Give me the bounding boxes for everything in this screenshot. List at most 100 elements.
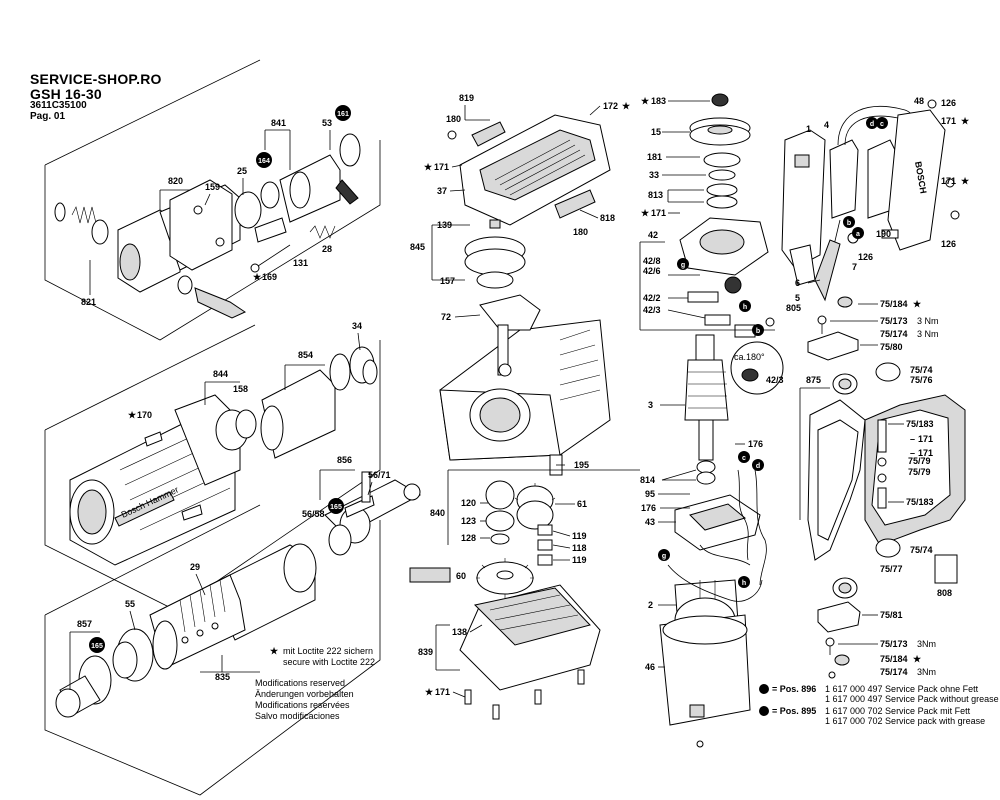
- shop-name: SERVICE-SHOP.RO: [30, 71, 162, 87]
- svg-text:1: 1: [806, 124, 811, 134]
- callout-165a: [328, 498, 344, 514]
- svg-text:–: –: [910, 434, 915, 444]
- svg-text:★: ★: [961, 116, 970, 126]
- svg-text:159: 159: [205, 182, 220, 192]
- svg-text:1 617 000 497 Service Pack wit: 1 617 000 497 Service Pack without greas…: [825, 694, 999, 704]
- svg-text:171: 171: [435, 687, 450, 697]
- service-pack-legend: = Pos. 896 1 617 000 497 Service Pack oh…: [759, 684, 999, 726]
- svg-text:4: 4: [824, 120, 829, 130]
- svg-text:72: 72: [441, 312, 451, 322]
- gear-cover-assembly: [447, 114, 611, 249]
- svg-text:126: 126: [941, 239, 956, 249]
- svg-text:835: 835: [215, 672, 230, 682]
- svg-text:819: 819: [459, 93, 474, 103]
- svg-text:75/184: 75/184: [880, 299, 908, 309]
- svg-text:138: 138: [452, 627, 467, 637]
- svg-text:42/3: 42/3: [766, 375, 784, 385]
- svg-text:g: g: [681, 262, 685, 269]
- svg-text:★: ★: [641, 208, 650, 218]
- handle-assembly: [807, 296, 966, 679]
- svg-text:171: 171: [941, 116, 956, 126]
- svg-text:854: 854: [298, 350, 313, 360]
- svg-text:★: ★: [253, 272, 262, 282]
- svg-text:1 617 000 497 Service Pack ohn: 1 617 000 497 Service Pack ohne Fett: [825, 684, 979, 694]
- hammer-tube-assembly: Bosch Hammer: [69, 346, 378, 566]
- striker-assembly: [55, 471, 422, 718]
- svg-text:126: 126: [858, 252, 873, 262]
- labels-handle: 75/184 ★ 75/173 3 Nm 75/174 3 Nm 75/80 8…: [799, 299, 952, 677]
- svg-text:6: 6: [795, 278, 800, 288]
- svg-text:840: 840: [430, 508, 445, 518]
- svg-text:845: 845: [410, 242, 425, 252]
- svg-text:181: 181: [647, 152, 662, 162]
- svg-text:15: 15: [651, 127, 661, 137]
- labels-switch: 48 126 171 ★ 171 ★ 4 1 d c a b 190 126 1…: [786, 96, 970, 313]
- svg-text:165: 165: [91, 643, 103, 650]
- lower-housing: [459, 584, 601, 720]
- svg-text:75/183: 75/183: [906, 419, 934, 429]
- svg-text:c: c: [742, 455, 746, 462]
- loctite-note-de: mit Loctite 222 sichern: [283, 646, 373, 656]
- svg-text:48: 48: [914, 96, 924, 106]
- svg-text:b: b: [756, 328, 760, 335]
- svg-text:42/6: 42/6: [643, 266, 661, 276]
- svg-text:171: 171: [434, 162, 449, 172]
- svg-text:★: ★: [425, 687, 434, 697]
- svg-text:157: 157: [440, 276, 455, 286]
- svg-text:3 Nm: 3 Nm: [917, 329, 939, 339]
- modifications-de: Änderungen vorbehalten: [255, 689, 354, 699]
- svg-text:169: 169: [262, 272, 277, 282]
- svg-text:119: 119: [572, 531, 587, 541]
- svg-text:171: 171: [941, 176, 956, 186]
- svg-text:42: 42: [648, 230, 658, 240]
- svg-text:a: a: [856, 231, 860, 238]
- svg-text:34: 34: [352, 321, 362, 331]
- svg-text:1 617 000 702 Service Pack mit: 1 617 000 702 Service Pack mit Fett: [825, 706, 971, 716]
- svg-text:75/76: 75/76: [910, 375, 933, 385]
- svg-text:75/174: 75/174: [880, 329, 908, 339]
- part-number: 3611C35100: [30, 100, 87, 112]
- svg-text:75/74: 75/74: [910, 545, 933, 555]
- svg-text:805: 805: [786, 303, 801, 313]
- title-block: SERVICE-SHOP.RO GSH 16-30 3611C35100 Pag…: [30, 72, 162, 122]
- svg-text:839: 839: [418, 647, 433, 657]
- loctite-note-en: secure with Loctite 222: [283, 657, 375, 667]
- svg-text:= Pos. 895: = Pos. 895: [772, 706, 816, 716]
- svg-text:818: 818: [600, 213, 615, 223]
- svg-text:37: 37: [437, 186, 447, 196]
- svg-text:★: ★: [961, 176, 970, 186]
- svg-text:d: d: [756, 463, 760, 470]
- callout-164: [256, 152, 272, 168]
- svg-text:–: –: [910, 448, 915, 458]
- svg-text:75/184: 75/184: [880, 654, 908, 664]
- svg-text:841: 841: [271, 118, 286, 128]
- svg-text:195: 195: [574, 460, 589, 470]
- svg-text:161: 161: [337, 111, 349, 118]
- svg-text:126: 126: [941, 98, 956, 108]
- svg-text:★: ★: [128, 410, 137, 420]
- svg-text:75/173: 75/173: [880, 316, 908, 326]
- svg-text:120: 120: [461, 498, 476, 508]
- svg-text:190: 190: [876, 229, 891, 239]
- svg-text:75/174: 75/174: [880, 667, 908, 677]
- svg-text:★: ★: [913, 654, 922, 664]
- svg-text:2: 2: [648, 600, 653, 610]
- svg-text:b: b: [847, 220, 851, 227]
- svg-text:180: 180: [573, 227, 588, 237]
- svg-text:29: 29: [190, 562, 200, 572]
- svg-text:180: 180: [446, 114, 461, 124]
- svg-text:95: 95: [645, 489, 655, 499]
- svg-text:118: 118: [572, 543, 587, 553]
- svg-text:★: ★: [424, 162, 433, 172]
- svg-text:5: 5: [795, 293, 800, 303]
- svg-text:28: 28: [322, 244, 332, 254]
- svg-text:3Nm: 3Nm: [917, 639, 936, 649]
- svg-text:813: 813: [648, 190, 663, 200]
- svg-text:33: 33: [649, 170, 659, 180]
- svg-text:h: h: [742, 580, 746, 587]
- svg-text:75/74: 75/74: [910, 365, 933, 375]
- svg-text:131: 131: [293, 258, 308, 268]
- svg-text:821: 821: [81, 297, 96, 307]
- svg-text:= Pos. 896: = Pos. 896: [772, 684, 816, 694]
